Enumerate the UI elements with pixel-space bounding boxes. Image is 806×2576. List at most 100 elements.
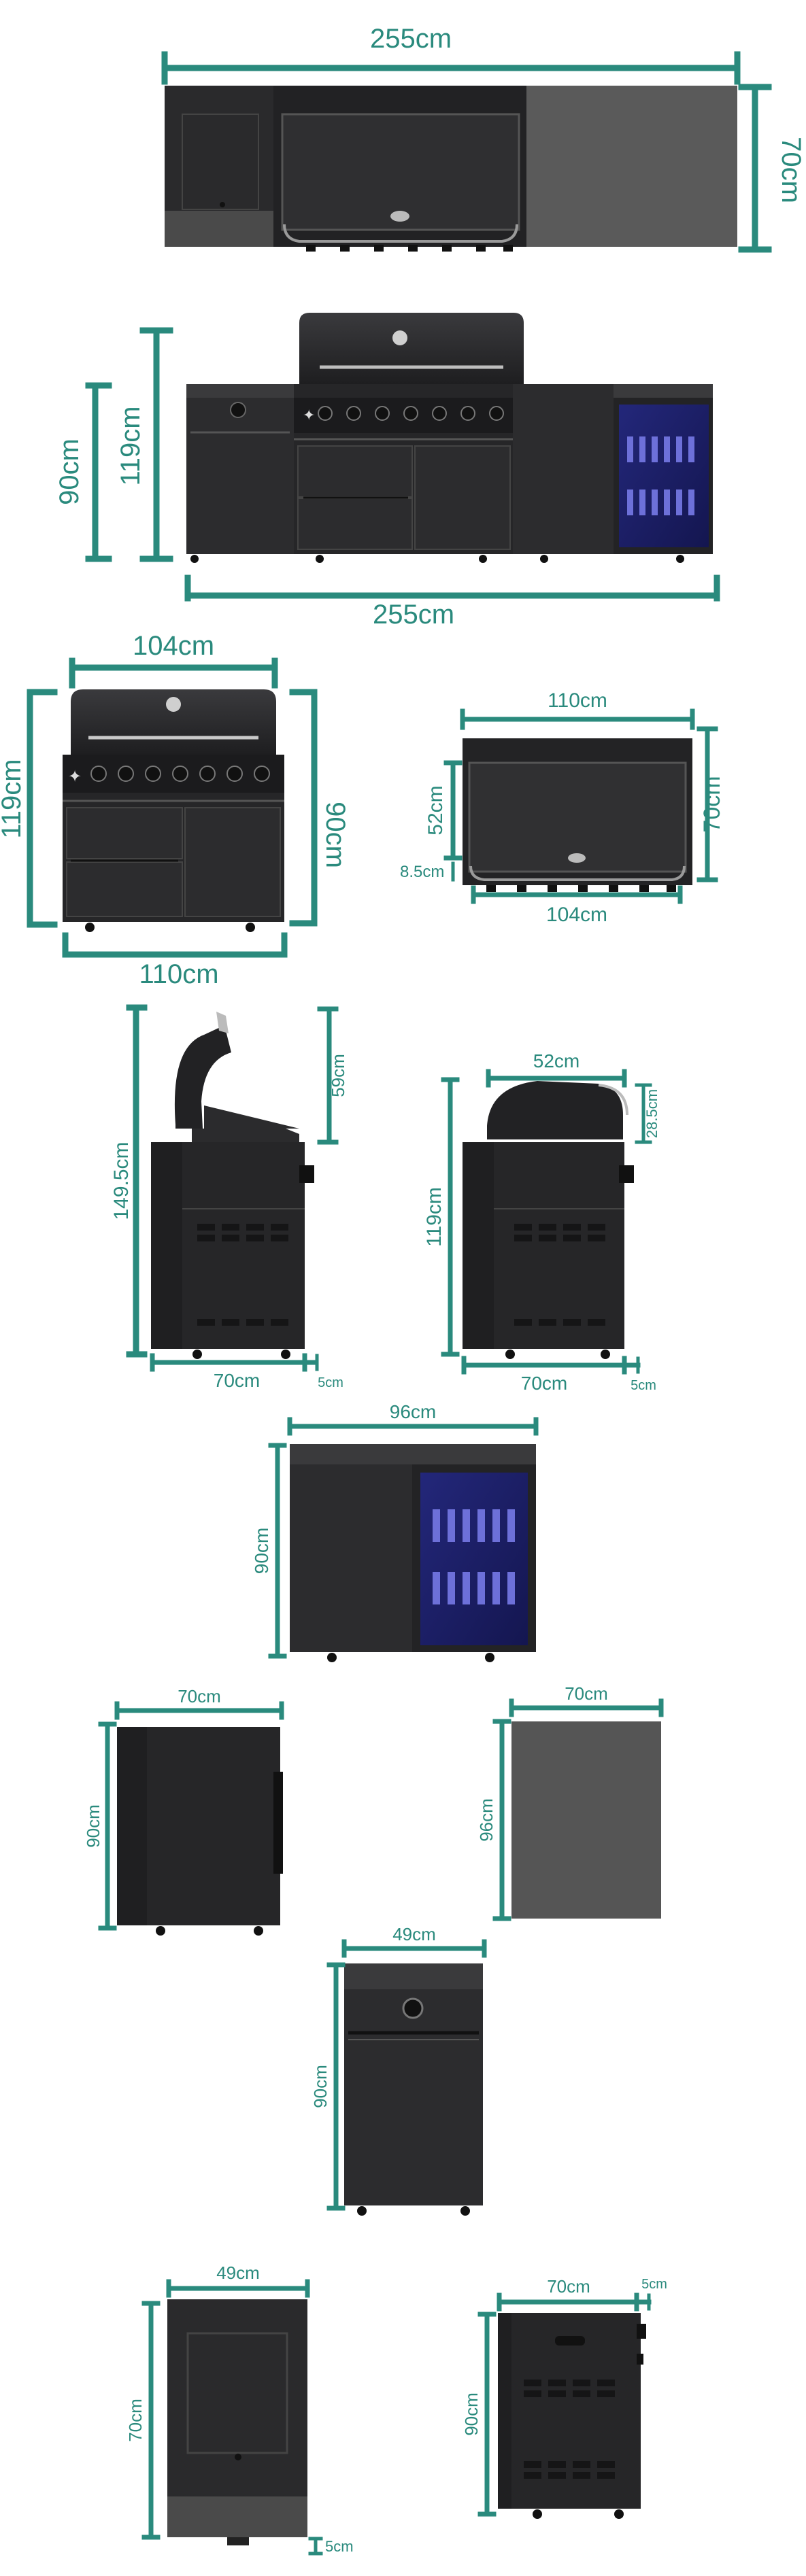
dim-label-depth: 70cm <box>125 2399 146 2442</box>
dim-label-height-bench: 90cm <box>54 439 84 505</box>
dim-label-inner-width: 104cm <box>546 904 607 926</box>
bbq-front-view: ✦ 104cm 119cm 90cm 110cm <box>0 631 350 989</box>
dim-label-width: 49cm <box>216 2263 260 2283</box>
dim-label-depth: 70cm <box>699 776 725 832</box>
dim-label-hood-depth: 52cm <box>533 1050 580 1071</box>
wheel-icon <box>192 1350 290 1359</box>
bench-cabinet <box>513 384 614 554</box>
bench-top-view: 70cm 96cm <box>476 1683 664 1921</box>
thermometer-icon <box>390 211 409 222</box>
bottle-icon <box>627 436 694 515</box>
knob-icon <box>637 2324 646 2339</box>
vent-icon <box>197 1224 288 1326</box>
side-burner-view: 49cm 90cm <box>310 1924 487 2216</box>
flame-logo-icon: ✦ <box>303 407 315 424</box>
wheel-icon <box>533 2509 624 2519</box>
side-burner-top <box>167 2299 307 2496</box>
knob-icon <box>220 202 225 207</box>
dim-label-depth: 70cm <box>547 2276 590 2297</box>
cabinet-door <box>290 1464 412 1652</box>
bbq-top-view: 110cm 70cm 52cm 8.5cm 104cm <box>400 689 725 926</box>
side-burner-cabinet <box>186 398 294 554</box>
dim-label-height: 90cm <box>251 1528 272 1574</box>
thermometer-icon <box>392 330 407 345</box>
side-burner-stone <box>167 2496 307 2537</box>
dim-label-front-offset: 8.5cm <box>400 863 444 881</box>
dim-label-height: 119cm <box>423 1187 446 1247</box>
knob-icon <box>299 1165 314 1183</box>
handle-icon <box>283 224 518 243</box>
wheel-icon <box>357 2206 470 2216</box>
dim-label-overhang: 5cm <box>631 1378 656 1393</box>
dim-label-width: 255cm <box>370 24 452 54</box>
handle-icon <box>469 865 686 881</box>
handle-icon <box>555 2336 585 2346</box>
dim-label-width: 96cm <box>476 1798 497 1842</box>
dim-label-depth: 70cm <box>178 1686 221 1706</box>
side-view-open: 149.5cm 59cm 70cm 5cm <box>110 1004 348 1391</box>
thermometer-icon <box>568 853 586 863</box>
bottle-icon <box>433 1509 515 1604</box>
dim-label-depth: 70cm <box>565 1683 608 1704</box>
dim-label-height: 149.5cm <box>110 1141 133 1220</box>
wheel-icon <box>327 1653 494 1662</box>
dim-label-lid-width: 104cm <box>133 631 214 661</box>
grill-side-view: 70cm 5cm 90cm <box>461 2276 667 2519</box>
flame-logo-icon: ✦ <box>68 768 82 786</box>
fridge-unit-view: 96cm 90cm <box>251 1401 539 1662</box>
knob-icon <box>619 1165 634 1183</box>
side-view-closed: 52cm 28.5cm 119cm 70cm 5cm <box>423 1050 660 1394</box>
wheel-icon <box>156 1926 263 1936</box>
knob-row-top <box>486 885 676 892</box>
front-view-full: ✦ 119cm 90cm <box>54 313 720 630</box>
dim-label-width: 49cm <box>392 1924 436 1944</box>
bbq-hood <box>299 313 524 384</box>
dim-label-overhang: 5cm <box>641 2277 667 2292</box>
dim-label-base: 5cm <box>325 2538 354 2555</box>
dim-label-lid-height: 59cm <box>328 1054 348 1097</box>
vent-icon <box>514 1224 605 1326</box>
dim-label-depth: 70cm <box>214 1370 260 1391</box>
bench-stone-top <box>526 86 737 247</box>
wheel-icon <box>505 1350 610 1359</box>
dim-label-height: 90cm <box>310 2065 331 2108</box>
dim-label-height-lid: 119cm <box>0 759 27 838</box>
dim-label-width: 110cm <box>548 689 607 712</box>
knob-icon <box>402 1997 424 2019</box>
wheel-icon <box>190 555 684 563</box>
dim-label-width: 110cm <box>139 959 218 989</box>
bench-top-strip <box>290 1444 536 1464</box>
dim-label-width: 96cm <box>390 1401 436 1422</box>
handle-icon <box>273 1772 283 1874</box>
burner-lid <box>186 2332 288 2454</box>
knob-icon <box>235 2454 241 2460</box>
knob-icon <box>230 402 246 418</box>
cabinet-side-view: 70cm 90cm <box>83 1686 284 1936</box>
top-view-full: 255cm 70cm <box>161 24 806 253</box>
control-knobs <box>90 766 270 782</box>
burner-lid <box>182 114 259 210</box>
dim-label-width: 255cm <box>373 600 454 630</box>
control-knobs <box>318 406 504 421</box>
firebox <box>192 1129 299 1142</box>
side-burner-cabinet <box>344 1989 483 2205</box>
bench-stone-top <box>511 1721 661 1919</box>
dim-label-height: 90cm <box>83 1804 103 1848</box>
fridge-glass <box>619 405 709 547</box>
dim-label-overhang: 5cm <box>318 1375 343 1390</box>
open-hood <box>174 1025 231 1129</box>
dim-label-lid-height: 28.5cm <box>643 1089 660 1138</box>
burner-top-view: 49cm 70cm 5cm <box>125 2263 354 2556</box>
vent-icon <box>524 2380 615 2479</box>
thermometer-icon <box>166 697 181 712</box>
knob-row-top <box>306 245 513 252</box>
dim-label-hood-depth: 52cm <box>424 785 447 835</box>
base-foot <box>227 2537 249 2545</box>
wheel-icon <box>85 923 255 932</box>
dim-label-depth: 70cm <box>521 1373 567 1394</box>
fridge-glass <box>420 1473 528 1645</box>
hood-top <box>281 113 520 231</box>
dim-label-depth: 70cm <box>776 137 806 203</box>
side-burner-stone <box>165 211 273 247</box>
